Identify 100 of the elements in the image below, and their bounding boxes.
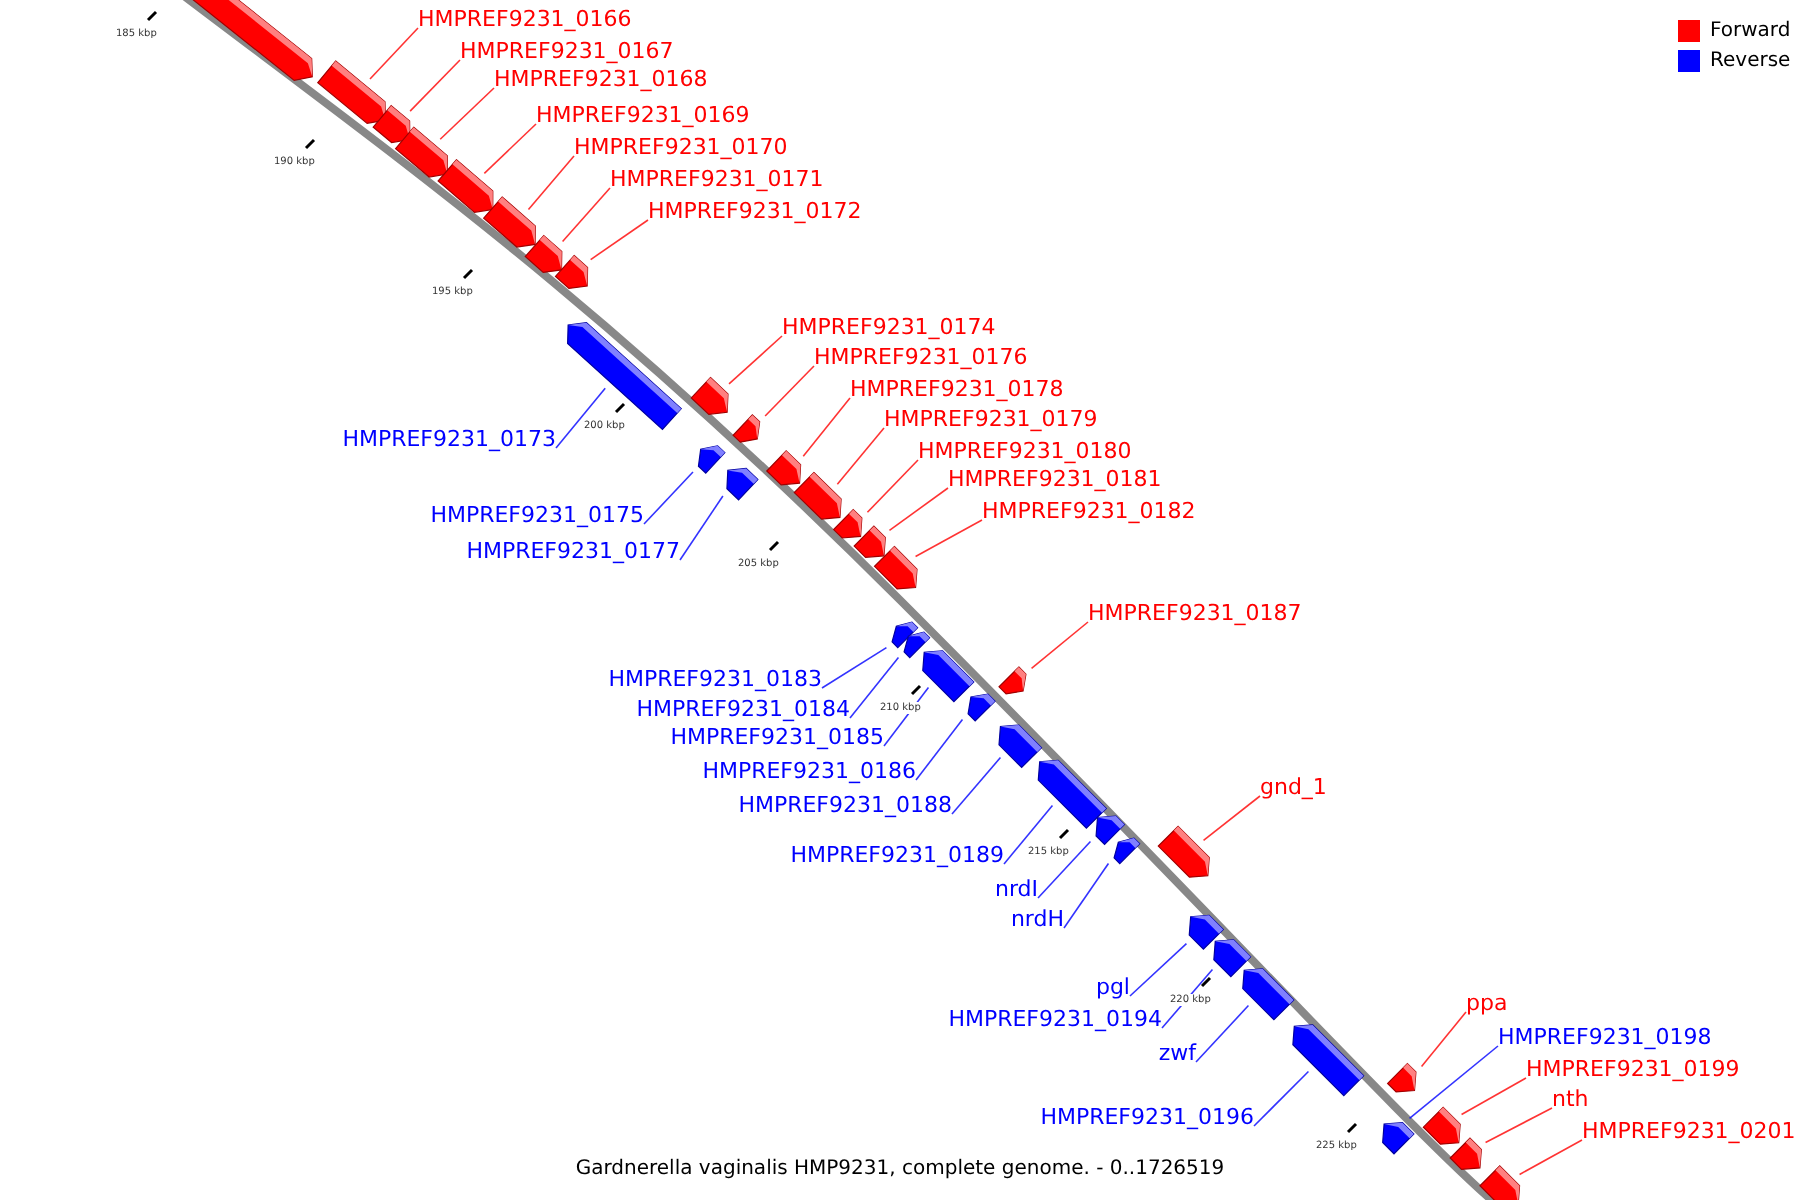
gene-segment xyxy=(372,104,411,144)
gene-segment xyxy=(922,650,975,703)
gene-label: HMPREF9231_0178 xyxy=(850,376,1064,402)
leader-line xyxy=(589,219,649,261)
caption: Gardnerella vaginalis HMP9231, complete genome. - 0..1726519 xyxy=(575,1158,1225,1182)
leader-line xyxy=(764,365,815,417)
gene-label: HMPREF9231_0189 xyxy=(790,842,1004,868)
gene-label: HMPREF9231_0184 xyxy=(636,696,850,722)
gene-label: HMPREF9231_0172 xyxy=(648,198,862,224)
gene-segment xyxy=(873,545,918,590)
leader-line xyxy=(914,519,983,558)
gene-segment xyxy=(524,234,563,274)
gene-label: HMPREF9231_0166 xyxy=(418,6,632,32)
leader-line xyxy=(1161,968,1214,1029)
gene-label: HMPREF9231_0168 xyxy=(494,66,708,92)
leader-line xyxy=(915,718,964,781)
gene-label: HMPREF9231_0187 xyxy=(1088,600,1302,626)
gene-label: HMPREF9231_0196 xyxy=(1040,1104,1254,1130)
leader-line xyxy=(883,686,930,747)
gene-label: nrdH xyxy=(1010,906,1064,932)
gene-segment xyxy=(1113,837,1141,865)
gene-segment xyxy=(998,666,1027,695)
gene-label: HMPREF9231_0180 xyxy=(918,438,1132,464)
gene-label: HMPREF9231_0188 xyxy=(738,792,952,818)
gene-label: HMPREF9231_0176 xyxy=(814,344,1028,370)
gene-segment xyxy=(765,449,802,486)
leader-line xyxy=(728,335,783,385)
leader-line xyxy=(409,59,461,112)
gene-segment xyxy=(1386,1062,1417,1093)
gene-segment xyxy=(1449,1137,1482,1170)
leader-line xyxy=(849,656,900,719)
leader-line xyxy=(1195,1004,1250,1063)
gene-segment xyxy=(316,60,386,124)
gene-segment xyxy=(1242,968,1295,1021)
leader-line xyxy=(439,87,495,140)
legend-label: Forward xyxy=(1710,20,1791,44)
leader-line xyxy=(369,27,419,80)
gene-segment xyxy=(732,414,761,443)
gene-segment xyxy=(1422,1106,1461,1145)
gene-label: HMPREF9231_0174 xyxy=(782,314,996,340)
gene-segment xyxy=(697,445,726,474)
legend-label: Reverse xyxy=(1710,50,1791,74)
leader-line xyxy=(527,155,575,211)
gene-label: ppa xyxy=(1466,990,1508,1016)
gene-label: HMPREF9231_0201 xyxy=(1582,1118,1796,1144)
gene-segment xyxy=(998,724,1043,769)
gene-segment xyxy=(853,525,886,558)
gene-segment xyxy=(1213,939,1252,978)
leader-line xyxy=(1408,1045,1499,1120)
gene-segment xyxy=(690,376,729,415)
gene-segment xyxy=(1292,1024,1365,1097)
gene-segment xyxy=(793,471,842,520)
leader-line xyxy=(1518,1139,1583,1176)
gene-segment xyxy=(567,322,683,431)
gene-label: HMPREF9231_0173 xyxy=(342,426,556,452)
gene-segment xyxy=(482,196,536,248)
gene-label: zwf xyxy=(1158,1040,1196,1066)
leader-line xyxy=(802,397,851,457)
leader-line xyxy=(679,495,724,561)
gene-label: HMPREF9231_0171 xyxy=(610,166,824,192)
leader-line xyxy=(561,187,611,243)
leader-line xyxy=(1420,1011,1467,1068)
gene-segment xyxy=(967,693,996,722)
gene-label: HMPREF9231_0198 xyxy=(1498,1024,1712,1050)
leader-line xyxy=(1030,621,1089,670)
leader-line xyxy=(821,646,888,689)
leader-line xyxy=(483,123,537,175)
leader-line xyxy=(836,427,885,486)
leader-line xyxy=(1253,1070,1310,1127)
gene-segment xyxy=(394,126,448,178)
leader-line xyxy=(1129,942,1188,997)
gene-label: HMPREF9231_0199 xyxy=(1526,1056,1740,1082)
gene-label: HMPREF9231_0169 xyxy=(536,102,750,128)
gene-label: HMPREF9231_0186 xyxy=(702,758,916,784)
gene-segment xyxy=(1037,759,1108,830)
gene-segment xyxy=(554,254,589,290)
gene-label: gnd_1 xyxy=(1260,774,1327,800)
leader-line xyxy=(1484,1107,1553,1144)
leader-line xyxy=(1460,1077,1527,1116)
gene-label: HMPREF9231_0194 xyxy=(948,1006,1162,1032)
gene-label: pgl xyxy=(1095,974,1130,1000)
gene-label: HMPREF9231_0181 xyxy=(948,466,1162,492)
gene-segment xyxy=(1095,815,1126,846)
leader-line xyxy=(1063,862,1110,929)
leader-line xyxy=(1003,804,1054,865)
gene-segment xyxy=(437,158,494,213)
leader-line xyxy=(643,471,694,525)
gene-label: HMPREF9231_0167 xyxy=(460,38,674,64)
gene-segment xyxy=(1157,825,1210,878)
leader-line xyxy=(1202,795,1261,842)
leader-line xyxy=(1037,840,1092,899)
gene-segment xyxy=(1382,1122,1415,1155)
gene-label: nrdI xyxy=(994,876,1038,902)
gene-segment xyxy=(1479,1165,1521,1200)
gene-segment xyxy=(190,0,313,81)
leader-line xyxy=(555,387,606,449)
gene-label: HMPREF9231_0177 xyxy=(466,538,680,564)
gene-label: HMPREF9231_0179 xyxy=(884,406,1098,432)
gene-label: HMPREF9231_0175 xyxy=(430,502,644,528)
leader-line xyxy=(951,756,1002,815)
